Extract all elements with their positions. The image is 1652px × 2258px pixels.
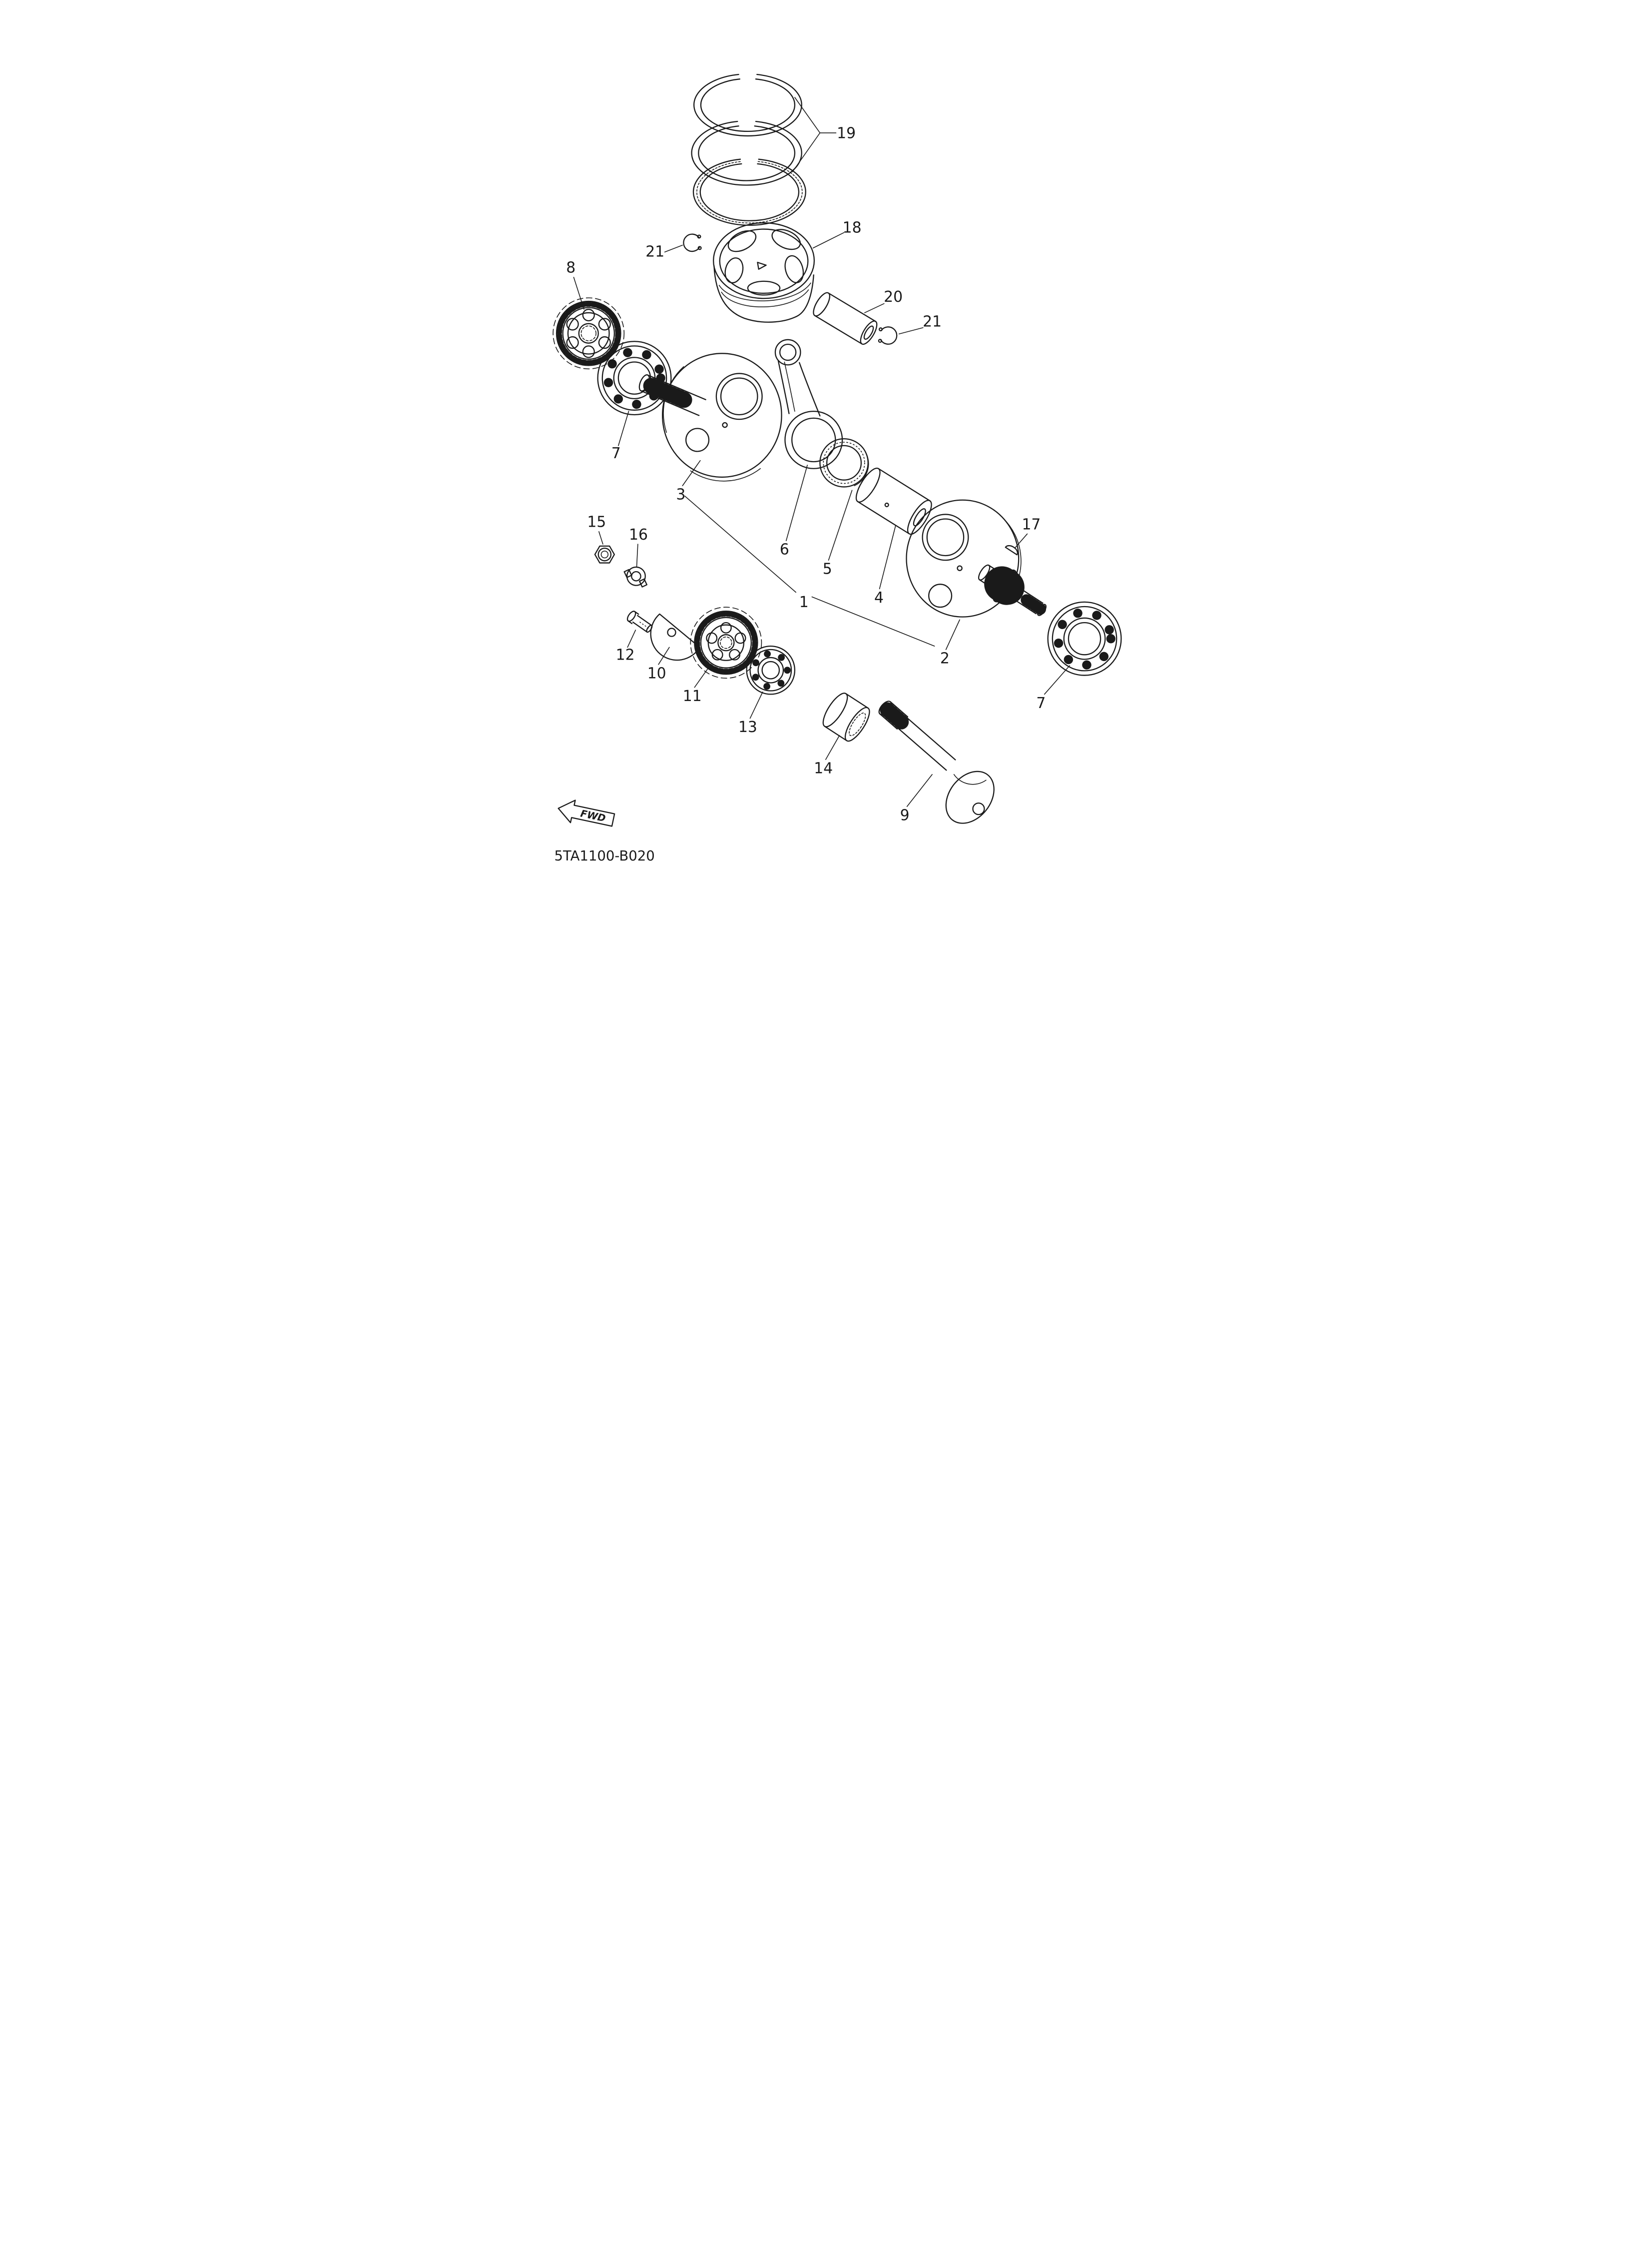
callout-21-left: 21	[645, 243, 664, 261]
leader-13	[749, 692, 763, 719]
piston-rings	[690, 73, 806, 226]
callout-7-left: 7	[611, 445, 620, 462]
leader-3	[681, 460, 701, 486]
leader-10	[657, 647, 670, 665]
piston	[712, 222, 815, 323]
fwd-label: FWD	[579, 807, 606, 824]
lock-washer	[623, 566, 647, 588]
balancer-bearing	[746, 645, 795, 695]
crank-pin	[855, 467, 932, 535]
circlip-right	[878, 326, 897, 345]
leader-2	[945, 619, 960, 650]
connecting-rod	[774, 339, 843, 469]
balancer-needle-bearing	[822, 693, 870, 742]
leader-20	[864, 303, 885, 313]
leader-21-right	[898, 327, 924, 335]
callout-8: 8	[566, 259, 575, 277]
diagram-code: 5TA1100-B020	[554, 848, 654, 864]
callout-6: 6	[779, 541, 789, 559]
diagram-art: FWD	[552, 73, 1122, 827]
balancer-nut	[594, 545, 615, 564]
leader-14	[825, 735, 840, 760]
circlip-left	[682, 233, 702, 252]
parts-diagram-page: FWD 19 18 21 8 20 21 7 3 15 16 17 6 5 1 …	[501, 0, 1151, 888]
leader-21-left	[664, 244, 683, 253]
callout-10: 10	[647, 665, 666, 682]
leader-7-right	[1044, 665, 1070, 695]
callout-14: 14	[814, 760, 833, 777]
callout-1: 1	[799, 594, 808, 611]
leader-18	[812, 232, 844, 249]
leader-8	[573, 277, 584, 310]
callout-3: 3	[676, 486, 685, 504]
callout-labels: 19 18 21 8 20 21 7 3 15 16 17 6 5 1 4 2 …	[566, 124, 1046, 824]
callout-19: 19	[837, 124, 856, 142]
bearing-right	[1047, 601, 1122, 676]
leader-12	[626, 630, 636, 648]
leader-7-left	[617, 411, 629, 446]
callout-20: 20	[884, 288, 903, 306]
callout-7-right: 7	[1036, 695, 1046, 712]
bolt	[626, 611, 652, 633]
callout-2: 2	[940, 650, 949, 668]
leader-17	[1015, 533, 1028, 548]
leader-19	[792, 97, 836, 172]
piston-pin	[812, 292, 877, 345]
drive-gear	[552, 297, 624, 370]
callout-12: 12	[615, 647, 634, 664]
callout-9: 9	[900, 807, 909, 824]
leader-9	[906, 774, 933, 807]
balancer-gear	[690, 607, 762, 679]
leader-16	[636, 544, 638, 567]
leader-lines-assembly	[684, 465, 935, 647]
callout-5: 5	[822, 561, 832, 578]
leader-11	[694, 665, 710, 688]
balancer-weight-half	[650, 613, 700, 661]
callout-11: 11	[682, 688, 701, 705]
crank-web-left	[638, 353, 782, 482]
callout-15: 15	[587, 514, 606, 531]
callout-13: 13	[738, 719, 757, 736]
callout-18: 18	[842, 219, 861, 236]
crankshaft-piston-exploded-diagram: FWD 19 18 21 8 20 21 7 3 15 16 17 6 5 1 …	[501, 0, 1151, 888]
woodruff-key	[1005, 545, 1018, 556]
callout-17: 17	[1022, 516, 1041, 533]
fwd-arrow: FWD	[557, 799, 615, 827]
crank-web-right	[905, 499, 1048, 618]
bearing-left	[596, 341, 671, 416]
leader-15	[598, 531, 603, 545]
callout-16: 16	[629, 526, 648, 544]
big-end-needle-bearing	[819, 438, 869, 488]
callout-21-right: 21	[923, 313, 942, 330]
callout-4: 4	[874, 589, 883, 607]
balancer-shaft	[878, 701, 995, 824]
